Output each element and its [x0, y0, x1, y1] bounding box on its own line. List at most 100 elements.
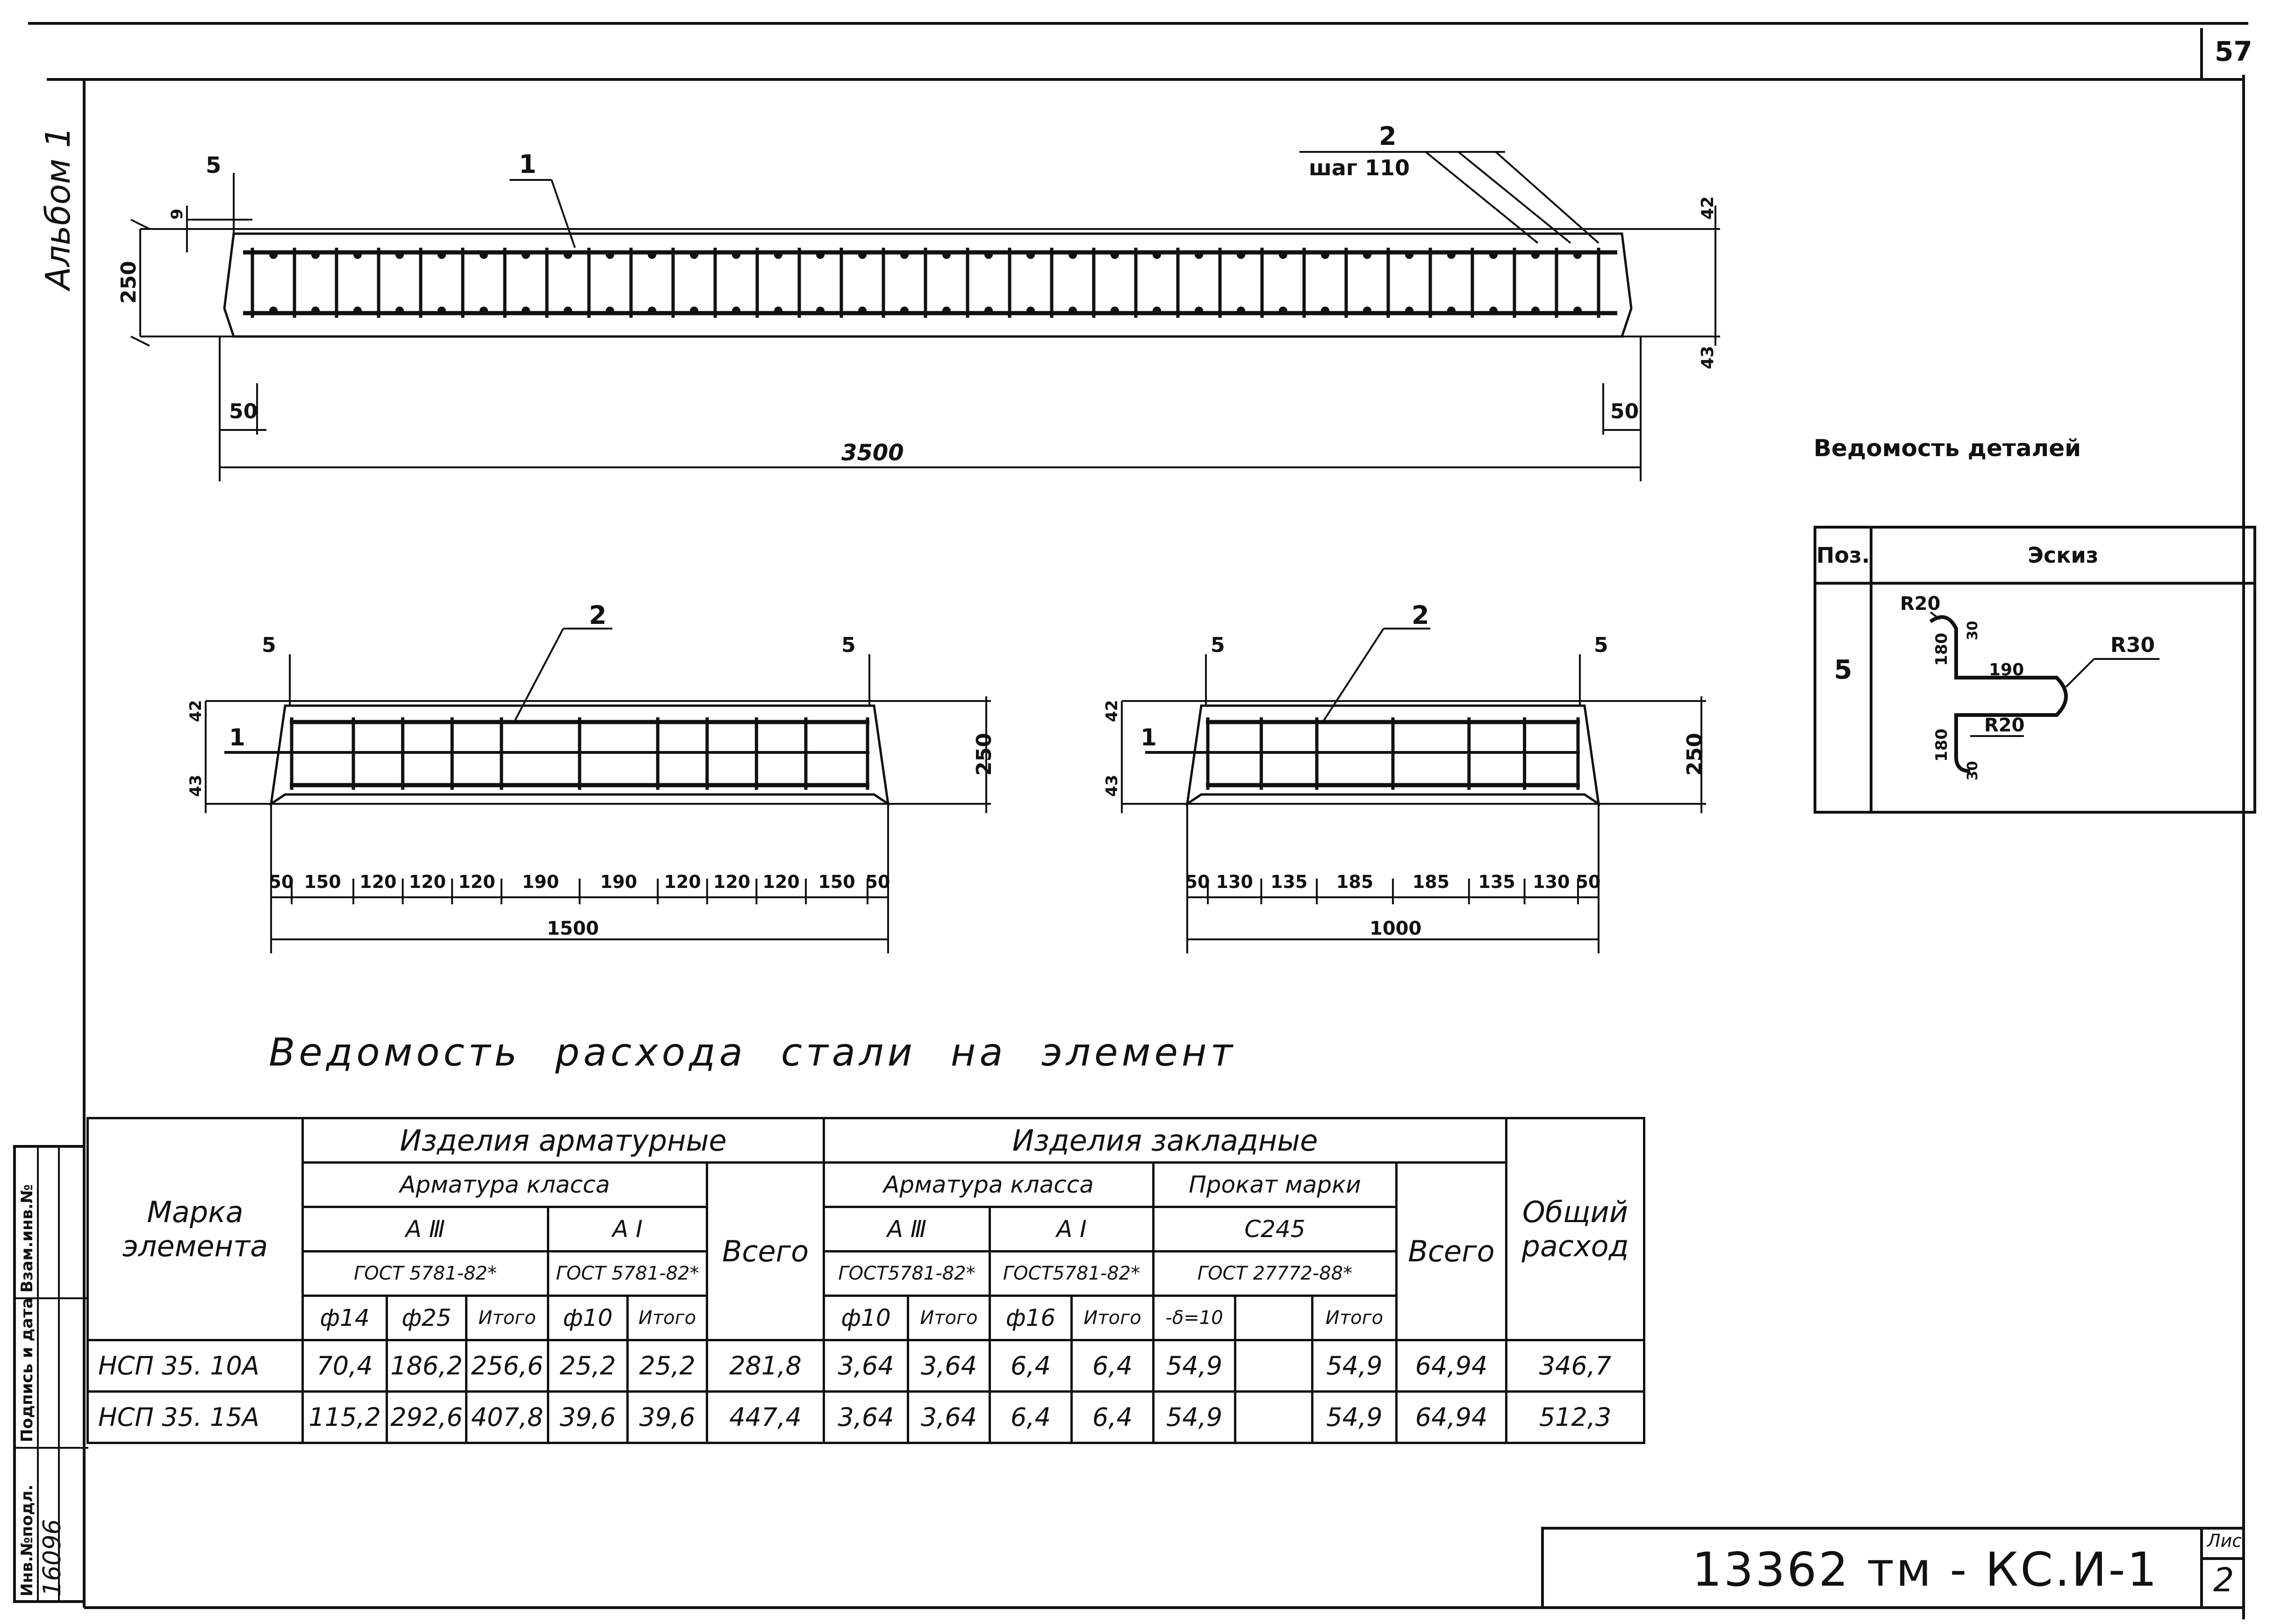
spacing-label: 50 — [1576, 872, 1601, 892]
stamp-swap-label: Взам.инв.№ — [18, 1184, 36, 1293]
rebar-dot — [816, 250, 825, 259]
rebar-dot — [1026, 307, 1035, 315]
rebar-dot — [984, 250, 993, 259]
beam-dim-top: 42 — [1698, 196, 1717, 220]
rebar-dot — [858, 307, 867, 315]
spacing-label: 135 — [1478, 872, 1515, 892]
cell-itogo-a3: 256,6 — [465, 1339, 549, 1393]
col-gost-a3-embedded: ГОСТ5781-82* — [823, 1250, 991, 1297]
col-rebar-class-embedded: Арматура класса — [823, 1161, 1155, 1208]
col-itogo-a1: Итого — [626, 1295, 708, 1341]
cell-itogo-rolled: 54,9 — [1311, 1390, 1398, 1444]
steel-table-title: Ведомость расхода стали на элемент — [269, 1030, 1237, 1075]
spacing-label: 185 — [1336, 872, 1373, 892]
rebar-dot — [395, 307, 404, 315]
rebar-dot — [732, 307, 740, 315]
cell-plate: 54,9 — [1152, 1339, 1236, 1393]
spacing-label: 190 — [522, 872, 559, 892]
cell-total-embedded: 64,94 — [1395, 1390, 1507, 1444]
rebar-dot — [942, 250, 951, 259]
rebar-dot — [1069, 250, 1077, 259]
drawing-code: 13362 тм - КС.И-1 — [1692, 1542, 2159, 1597]
rebar-dot — [648, 250, 656, 259]
cell-total-rebar: 447,4 — [706, 1390, 825, 1444]
col-plate-blank — [1234, 1295, 1313, 1341]
revision-stamp: Инв.№подл. Подпись и дата Взам.инв.№ 160… — [13, 1145, 88, 1603]
col-class-a1: А Ⅰ — [547, 1206, 708, 1252]
col-gost-a1: ГОСТ 5781-82* — [547, 1250, 708, 1297]
rebar-dot — [774, 250, 782, 259]
col-plate-thickness: -δ=10 — [1152, 1295, 1236, 1341]
rebar-dot — [1279, 307, 1287, 315]
rebar-dot — [438, 250, 446, 259]
col-rebar-products: Изделия арматурные — [301, 1117, 825, 1164]
rebar-dot — [690, 250, 698, 259]
rebar-dot — [1237, 307, 1245, 315]
rebar-dot — [564, 307, 572, 315]
beam-mark-5: 5 — [206, 152, 221, 179]
spacing-label: 185 — [1413, 872, 1449, 892]
rebar-dot — [1573, 307, 1582, 315]
cell-plate-blank — [1234, 1390, 1313, 1444]
rebar-dot — [1447, 307, 1456, 315]
col-d10-embedded: ф10 — [823, 1295, 909, 1341]
rebar-dot — [311, 307, 320, 315]
cell-plate: 54,9 — [1152, 1390, 1236, 1444]
rebar-dot — [1531, 307, 1540, 315]
details-col-sketch: Эскиз — [1870, 526, 2257, 585]
col-class-a3-embedded: А Ⅲ — [823, 1206, 991, 1252]
elev1000-height: 250 — [1683, 733, 1707, 776]
spacing-label: 120 — [664, 872, 701, 892]
elev1500-mark5-right: 5 — [841, 633, 856, 657]
rebar-dot — [606, 307, 614, 315]
beam-dim-bottom: 43 — [1698, 346, 1717, 369]
stamp-sign-label: Подпись и дата — [18, 1298, 36, 1442]
col-itogo-a3-embedded: Итого — [907, 1295, 991, 1341]
rebar-dot — [942, 307, 951, 315]
col-d25: ф25 — [386, 1295, 467, 1341]
rebar-dot — [1111, 307, 1119, 315]
rebar-dot — [1237, 250, 1245, 259]
rebar-dot — [1573, 250, 1582, 259]
cell-itogo-a1: 39,6 — [626, 1390, 708, 1444]
col-total-embedded: Всего — [1395, 1161, 1507, 1341]
col-total-rebar: Всего — [706, 1161, 825, 1341]
cell-d14: 70,4 — [301, 1339, 388, 1393]
beam-dim-end-right: 50 — [1610, 400, 1639, 423]
steel-consumption-table: Марка элемента Изделия арматурные Издели… — [86, 1117, 1645, 1444]
rebar-dot — [480, 250, 488, 259]
sheet-count: 2 — [2213, 1561, 2234, 1599]
stamp-inv-label: Инв.№подл. — [18, 1484, 36, 1596]
elev1500-height: 250 — [972, 733, 996, 776]
spacing-label: 50 — [1185, 872, 1210, 892]
beam-dim-end-left: 50 — [229, 400, 258, 423]
elev1000-pos2: 2 — [1412, 601, 1429, 630]
details-col-pos: Поз. — [1813, 526, 1873, 585]
details-row-sketch — [1870, 582, 2257, 814]
elev1500-total: 1500 — [547, 918, 599, 939]
rebar-dot — [1279, 250, 1287, 259]
col-itogo-a3: Итого — [465, 1295, 549, 1341]
elev1500-top: 42 — [186, 700, 205, 722]
spacing-label: 50 — [269, 872, 294, 892]
cell-plate-blank — [1234, 1339, 1313, 1393]
col-embedded-products: Изделия закладные — [823, 1117, 1507, 1164]
cell-d25: 292,6 — [386, 1390, 467, 1444]
col-gost-a3: ГОСТ 5781-82* — [301, 1250, 549, 1297]
details-title: Ведомость деталей — [1814, 435, 2081, 462]
col-itogo-a1-embedded: Итого — [1070, 1295, 1155, 1341]
rebar-dot — [311, 250, 320, 259]
title-block — [1541, 1527, 2245, 1609]
col-class-a3: А Ⅲ — [301, 1206, 549, 1252]
rebar-dot — [732, 250, 740, 259]
rebar-dot — [1069, 307, 1077, 315]
spacing-label: 130 — [1533, 872, 1570, 892]
table-row: НСП 35. 10А 70,4 186,2 256,6 25,2 25,2 2… — [86, 1339, 1645, 1393]
rebar-dot — [1026, 250, 1035, 259]
rebar-dot — [1321, 307, 1329, 315]
col-d10: ф10 — [547, 1295, 629, 1341]
rebar-dot — [522, 250, 530, 259]
rebar-dot — [1447, 250, 1456, 259]
rebar-dot — [1321, 250, 1329, 259]
spacing-label: 120 — [713, 872, 750, 892]
